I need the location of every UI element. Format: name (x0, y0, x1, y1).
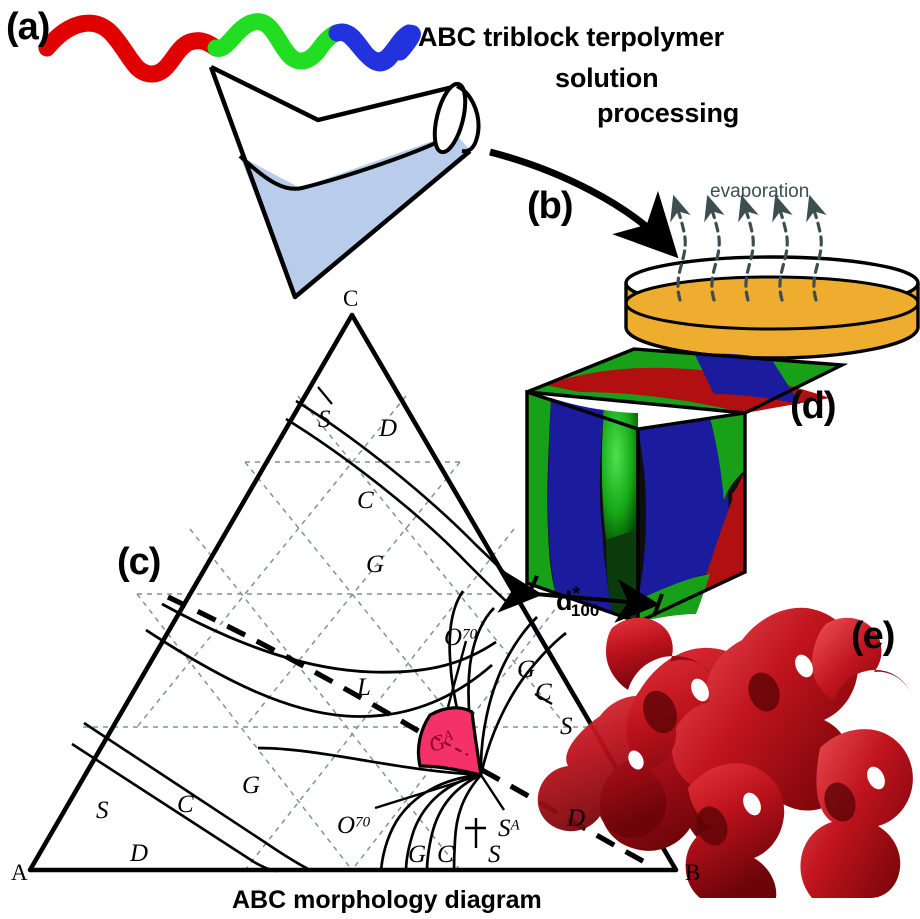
region-G-left: G (242, 772, 261, 799)
region-S-top: S (318, 406, 331, 433)
panel-tag-a: (a) (6, 6, 50, 48)
region-D-top: D (379, 415, 398, 442)
panel-c-caption: ABC morphology diagram (232, 886, 542, 914)
panel-tag-b: (b) (527, 185, 574, 227)
region-S-bottom: S (488, 841, 501, 868)
heading-line-3: processing (597, 98, 740, 128)
panel-tag-c: (c) (117, 541, 161, 583)
ternary-corner-C: C (343, 286, 359, 311)
gyroid-network-graphic (537, 607, 913, 898)
region-G-bottom: G (408, 841, 427, 868)
petri-dish-graphic (624, 194, 920, 360)
region-C-bottom: C (437, 841, 454, 868)
region-G-right: G (517, 656, 536, 683)
region-C-left: C (177, 791, 194, 818)
region-S-left: S (96, 797, 109, 824)
region-SA: SA (498, 815, 520, 842)
process-arrow-b (489, 148, 679, 259)
heading-line-2: solution (555, 63, 659, 93)
region-C-top: C (357, 487, 374, 514)
region-D-right: D (567, 805, 586, 832)
region-O70-lower: O70 (337, 812, 371, 839)
region-S-right: S (560, 713, 573, 740)
region-C-right: C (535, 679, 552, 706)
simulation-cube-graphic (497, 347, 849, 625)
d100-scale-label: d*100 (556, 584, 600, 621)
region-O70-upper: O70 (444, 624, 478, 651)
evaporation-label: evaporation (710, 181, 810, 202)
beaker-graphic (208, 64, 481, 300)
panel-tag-e: (e) (851, 615, 895, 657)
ternary-corner-A: A (11, 860, 28, 885)
region-G-top: G (366, 551, 385, 578)
panel-tag-d: (d) (790, 385, 837, 427)
ternary-corner-B: B (685, 860, 701, 885)
polymer-chain-graphic (38, 13, 421, 83)
region-D-left: D (130, 840, 149, 867)
region-L: L (357, 674, 371, 701)
heading-line-1: ABC triblock terpolymer (418, 22, 724, 52)
